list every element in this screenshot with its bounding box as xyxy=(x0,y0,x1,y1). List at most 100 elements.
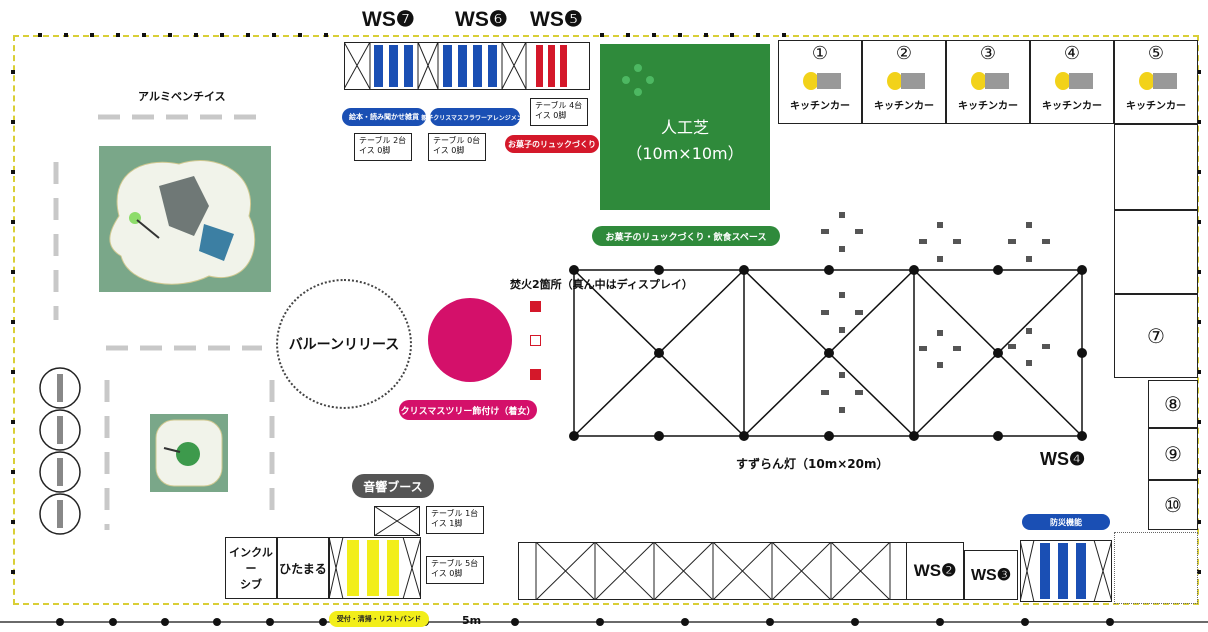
reception-pill: 受付・清掃・リストバンド xyxy=(329,611,429,627)
note-line: テーブル 2台 xyxy=(359,136,407,145)
kitchen-car-icon xyxy=(1139,72,1177,90)
ws7-note: テーブル 2台 イス 0脚 xyxy=(354,133,412,161)
sound-booth-pill: 音響ブース xyxy=(352,474,434,498)
boundary-dots-left xyxy=(11,70,15,574)
cell-9-label: ⑨ xyxy=(1164,442,1182,466)
kitchen-car-1: ① キッチンカー xyxy=(778,40,862,124)
bottom-tent-row xyxy=(518,542,908,600)
bonfire-marker-1 xyxy=(530,301,541,312)
dining-space-pill: お菓子のリュックづくり・飲食スペース xyxy=(592,226,780,246)
ws5-note: テーブル 4台 イス 0脚 xyxy=(530,98,588,126)
himataru-booth: ひたまる xyxy=(277,537,329,599)
kitchen-label: キッチンカー xyxy=(1042,101,1102,112)
cell-8-label: ⑧ xyxy=(1164,392,1182,416)
kitchen-num: ④ xyxy=(1063,43,1081,64)
bench-dash-lines xyxy=(53,114,275,530)
right-cell-9: ⑨ xyxy=(1148,428,1198,480)
aluminum-bench-label: アルミベンチイス xyxy=(138,90,226,103)
christmas-tree-circle xyxy=(428,298,512,382)
candy-pack-pill: お菓子のリュックづくり xyxy=(505,135,599,153)
kitchen-num: ③ xyxy=(979,43,997,64)
boundary-dots-right xyxy=(1197,70,1201,574)
disaster-tent xyxy=(1020,540,1112,602)
balloon-release-label: バルーンリリース xyxy=(288,337,400,353)
ws2-label: WS❷ xyxy=(913,561,957,580)
sound-booth-tent xyxy=(374,506,420,536)
kitchen-label: キッチンカー xyxy=(1126,101,1186,112)
kitchen-car-icon xyxy=(803,72,841,90)
sound-note: テーブル 1台 イス 1脚 xyxy=(426,506,484,534)
kitchen-num: ⑤ xyxy=(1147,43,1165,64)
right-cell-dotted xyxy=(1114,532,1198,604)
inclusive-label: インクルー シブ xyxy=(229,546,273,591)
ws6-label: WS❻ xyxy=(455,8,508,31)
turf-title: 人工芝 xyxy=(660,118,709,137)
left-circle-stack xyxy=(39,367,81,535)
light-fixture-icons xyxy=(821,212,1050,413)
kitchen-car-icon xyxy=(971,72,1009,90)
ws2-booth: WS❷ xyxy=(906,542,964,600)
right-cell-8: ⑧ xyxy=(1148,380,1198,428)
plaza-sculpture-image xyxy=(99,146,271,292)
ws7-label: WS❼ xyxy=(362,8,415,31)
right-cell-7: ⑦ xyxy=(1114,294,1198,378)
top-tent-block xyxy=(344,42,590,90)
scale-label: 5m xyxy=(462,614,482,627)
kitchen-car-icon xyxy=(887,72,925,90)
ws5-tent xyxy=(536,45,567,87)
kitchen-num: ① xyxy=(811,43,829,64)
artificial-turf: 人工芝 （10m×10m） xyxy=(600,44,770,210)
kitchen-car-5: ⑤ キッチンカー xyxy=(1114,40,1198,124)
kitchen-car-icon xyxy=(1055,72,1093,90)
turf-marker-icon xyxy=(622,64,654,96)
note-line: イス 1脚 xyxy=(431,519,463,528)
xmas-tree-pill: クリスマスツリー飾付け（着女） xyxy=(399,400,537,420)
ws7-pill: 絵本・読み聞かせ雑貨 xyxy=(342,108,426,126)
kitchen-label: キッチンカー xyxy=(790,101,850,112)
disaster-pill: 防災機能 xyxy=(1022,514,1110,530)
small-garden-shape xyxy=(155,419,223,487)
small-garden-image xyxy=(150,414,228,492)
kitchen-car-3: ③ キッチンカー xyxy=(946,40,1030,124)
right-cell-10: ⑩ xyxy=(1148,480,1198,530)
kitchen-car-2: ② キッチンカー xyxy=(862,40,946,124)
ws6-pill: 親子クリスマスフラワーアレンジメント xyxy=(421,108,529,126)
note-line: イス 0脚 xyxy=(359,146,391,155)
ws3-label: WS❸ xyxy=(970,567,1012,584)
ws5-label: WS❺ xyxy=(530,8,583,31)
note-line: テーブル 0台 xyxy=(433,136,481,145)
bonfire-marker-2 xyxy=(530,369,541,380)
ws4-label: WS❹ xyxy=(1040,449,1086,469)
kitchen-num: ② xyxy=(895,43,913,64)
note-line: イス 0脚 xyxy=(431,569,463,578)
note-line: テーブル 4台 xyxy=(535,101,583,110)
suzuran-label: すずらん灯（10m×20m） xyxy=(736,457,889,471)
kitchen-label: キッチンカー xyxy=(958,101,1018,112)
kitchen-car-4: ④ キッチンカー xyxy=(1030,40,1114,124)
cell-7-label: ⑦ xyxy=(1147,324,1165,348)
bonfire-label: 焚火2箇所（真ん中はディスプレイ） xyxy=(510,278,693,291)
turf-size: （10m×10m） xyxy=(626,144,744,163)
truss-nodes xyxy=(569,265,1087,441)
bottom-scale-dots xyxy=(56,618,1114,626)
kitchen-label: キッチンカー xyxy=(874,101,934,112)
plaza-sculpture-shape xyxy=(109,160,256,285)
ws3-booth: WS❸ xyxy=(964,550,1018,600)
balloon-release-area: バルーンリリース xyxy=(276,279,412,409)
note-line: テーブル 1台 xyxy=(431,509,479,518)
right-cell-blank-1 xyxy=(1114,124,1198,210)
note-line: イス 0脚 xyxy=(535,111,567,120)
bonfire-display-marker xyxy=(530,335,541,346)
right-cell-blank-2 xyxy=(1114,210,1198,294)
boundary-dots-top xyxy=(38,33,786,37)
inclusive-booth: インクルー シブ xyxy=(225,537,277,599)
note-line: イス 0脚 xyxy=(433,146,465,155)
cell-10-label: ⑩ xyxy=(1164,493,1182,517)
yellow-note: テーブル 5台 イス 0脚 xyxy=(426,556,484,584)
ws6-note: テーブル 0台 イス 0脚 xyxy=(428,133,486,161)
note-line: テーブル 5台 xyxy=(431,559,479,568)
bench-dashes xyxy=(53,114,275,530)
ws6-tent xyxy=(443,45,497,87)
